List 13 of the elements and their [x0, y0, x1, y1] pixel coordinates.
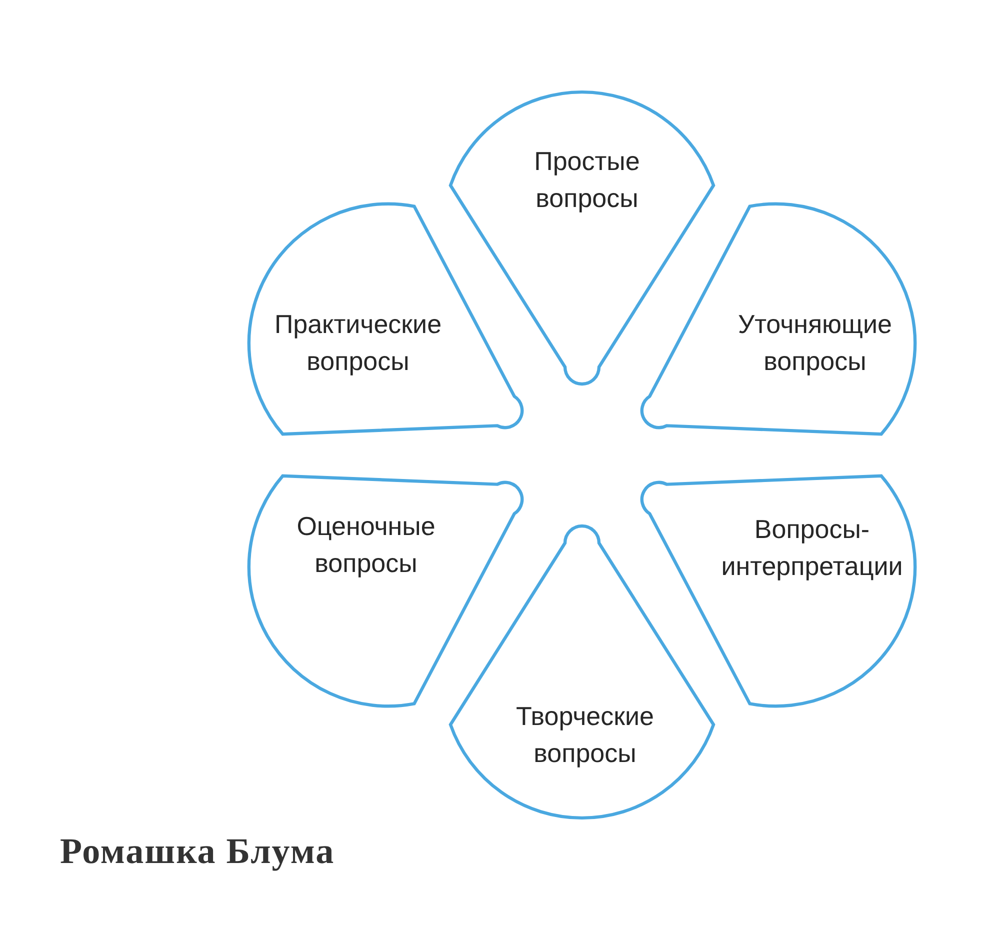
caption: Ромашка Блума [60, 830, 335, 872]
petal-shape [640, 474, 916, 708]
petal-label: Оценочные вопросы [296, 510, 436, 580]
petal-shape [640, 202, 916, 436]
petal-shape [248, 202, 524, 436]
petal-label: Творческие вопросы [515, 700, 655, 770]
petal-label: Практические вопросы [273, 308, 443, 378]
petal-label: Вопросы-интерпретации [720, 513, 904, 583]
petal-label: Уточняющие вопросы [737, 308, 893, 378]
petal-shape [448, 524, 716, 820]
petal-shape [448, 90, 716, 386]
petal-shape [248, 474, 524, 708]
petal-label: Простые вопросы [533, 145, 641, 215]
